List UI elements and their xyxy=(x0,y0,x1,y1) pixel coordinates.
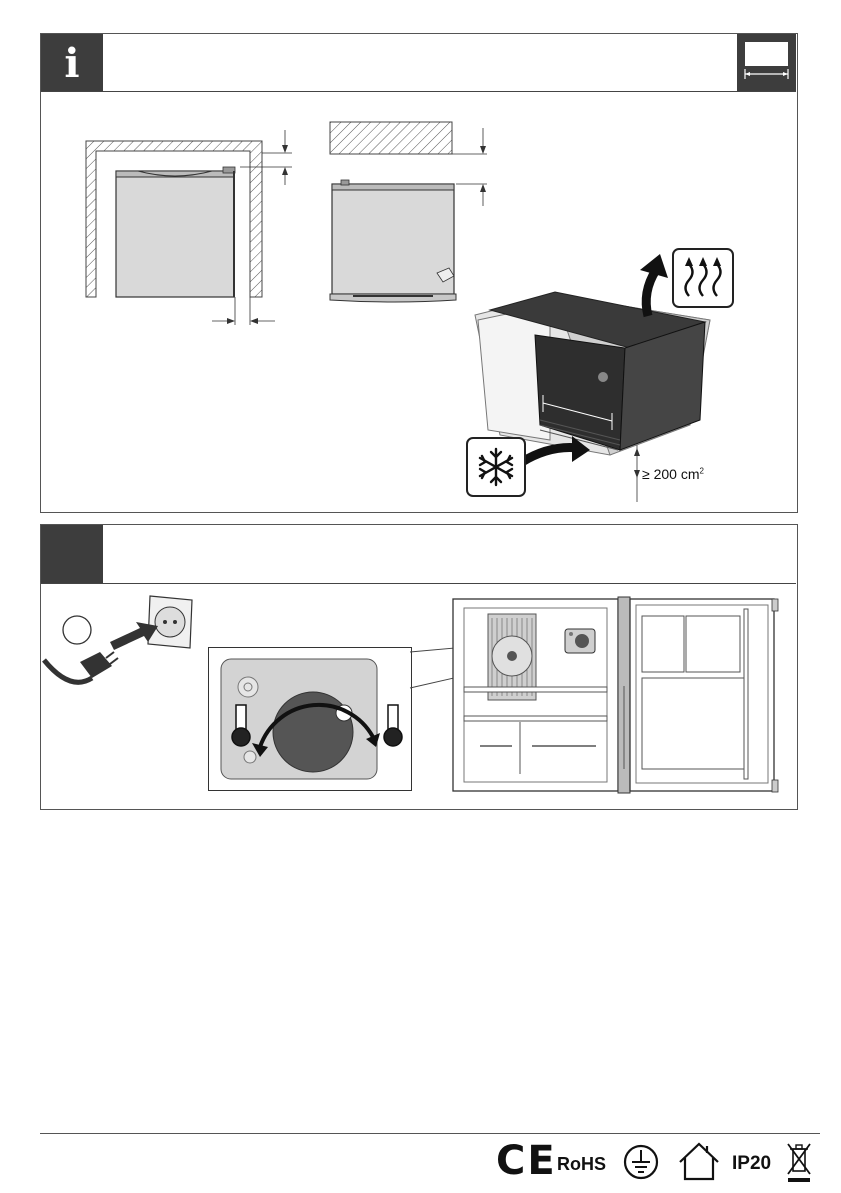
heat-waves-badge xyxy=(672,248,734,308)
info-icon: i xyxy=(64,40,79,87)
vent-opening-exponent: 2 xyxy=(699,466,703,475)
operation-header-rule xyxy=(41,583,796,584)
plug-socket-illustration xyxy=(40,592,200,697)
installation-header-rule xyxy=(41,91,796,92)
ip20-mark-label: IP20 xyxy=(732,1153,771,1174)
power-plug-icon xyxy=(44,652,118,682)
info-badge: i xyxy=(41,34,103,91)
open-fridge-illustration xyxy=(450,594,800,799)
width-dimension-badge xyxy=(737,34,796,91)
weee-bin-icon xyxy=(784,1140,814,1184)
heat-waves-icon xyxy=(674,250,732,306)
ce-mark-label: CE xyxy=(496,1138,557,1184)
rohs-mark: RoHS xyxy=(557,1154,606,1175)
thermostat-dial-icon xyxy=(208,647,410,789)
vent-opening-value: ≥ 200 cm xyxy=(642,466,699,482)
snowflake-icon xyxy=(468,439,524,495)
width-dimension-icon xyxy=(737,34,796,91)
cold-air-badge xyxy=(466,437,526,497)
protective-earth-icon xyxy=(622,1143,660,1181)
step-badge xyxy=(41,525,103,583)
vent-opening-label: ≥ 200 cm2 xyxy=(642,466,704,482)
ce-mark: CE xyxy=(496,1138,557,1184)
footer-rule xyxy=(40,1133,820,1134)
rohs-mark-label: RoHS xyxy=(557,1154,606,1174)
ip20-mark: IP20 xyxy=(732,1153,771,1175)
indoor-use-icon xyxy=(676,1140,722,1182)
niche-clearance-diagram xyxy=(80,125,300,330)
wall-socket-icon xyxy=(148,596,192,648)
